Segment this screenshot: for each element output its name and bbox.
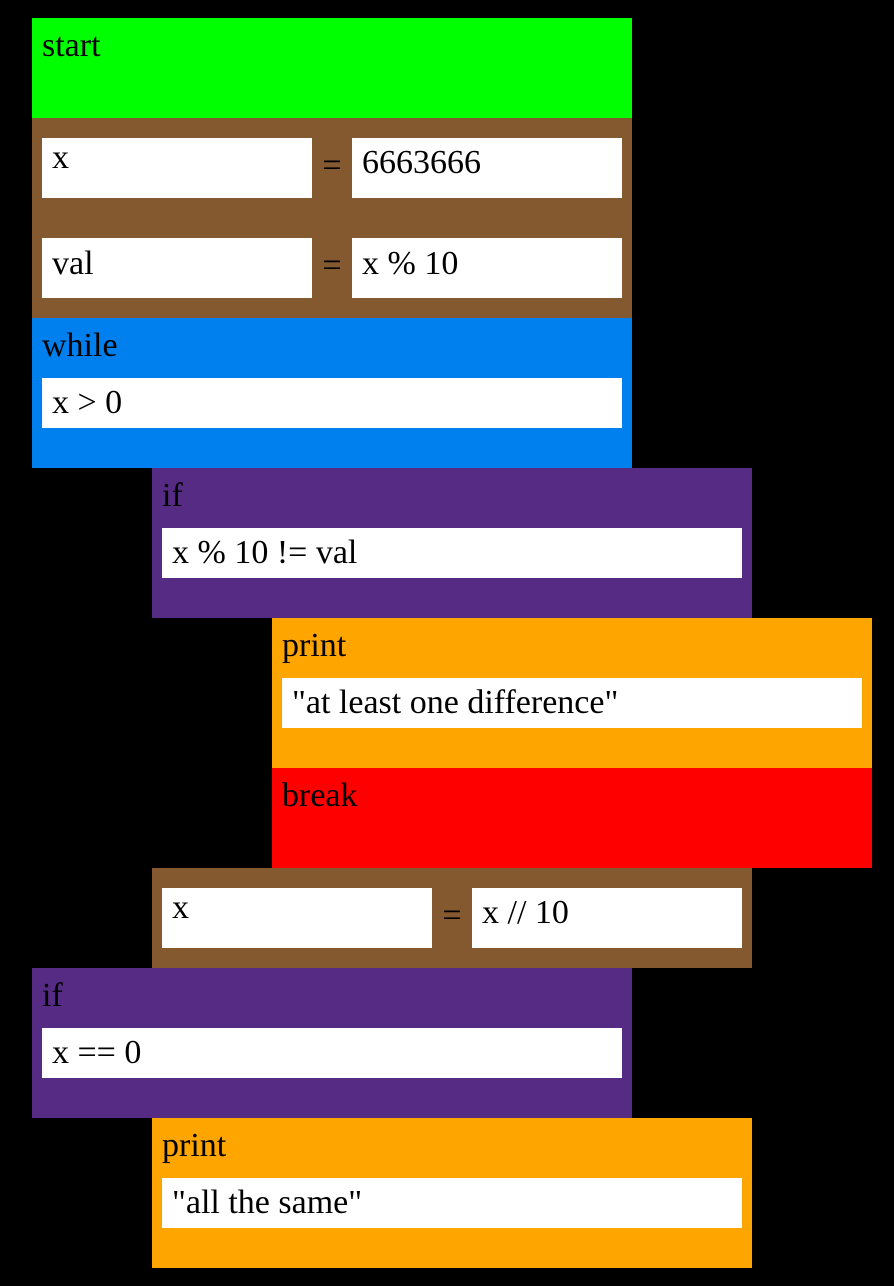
assignment-target-field[interactable]: x [162,888,432,948]
while-condition-field[interactable]: x > 0 [42,378,622,428]
assignment-target-field[interactable]: val [42,238,312,298]
assignment-value-field[interactable]: x // 10 [472,888,742,948]
equals-sign: = [322,147,342,184]
assignment-value-field[interactable]: x % 10 [352,238,622,298]
if-block-label: if [42,977,63,1014]
assignment-block[interactable]: x = 6663666 val = x % 10 [32,118,632,318]
if-block[interactable]: if x % 10 != val [152,468,752,618]
print-block[interactable]: print "at least one difference" [272,618,872,768]
equals-sign: = [442,897,462,934]
print-block-label: print [162,1127,227,1164]
if-condition-field[interactable]: x % 10 != val [162,528,742,578]
while-block[interactable]: while x > 0 [32,318,632,468]
print-block-label: print [282,627,347,664]
break-block[interactable]: break [272,768,872,868]
if-condition-field[interactable]: x == 0 [42,1028,622,1078]
equals-sign: = [322,247,342,284]
assignment-target-field[interactable]: x [42,138,312,198]
assignment-value-field[interactable]: 6663666 [352,138,622,198]
start-block[interactable]: start [32,18,632,118]
break-block-label: break [282,777,358,814]
assignment-block[interactable]: x = x // 10 [152,868,752,968]
if-block[interactable]: if x == 0 [32,968,632,1118]
while-block-label: while [42,327,118,364]
start-block-label: start [42,27,101,64]
print-block[interactable]: print "all the same" [152,1118,752,1268]
if-block-label: if [162,477,183,514]
print-value-field[interactable]: "at least one difference" [282,678,862,728]
print-value-field[interactable]: "all the same" [162,1178,742,1228]
